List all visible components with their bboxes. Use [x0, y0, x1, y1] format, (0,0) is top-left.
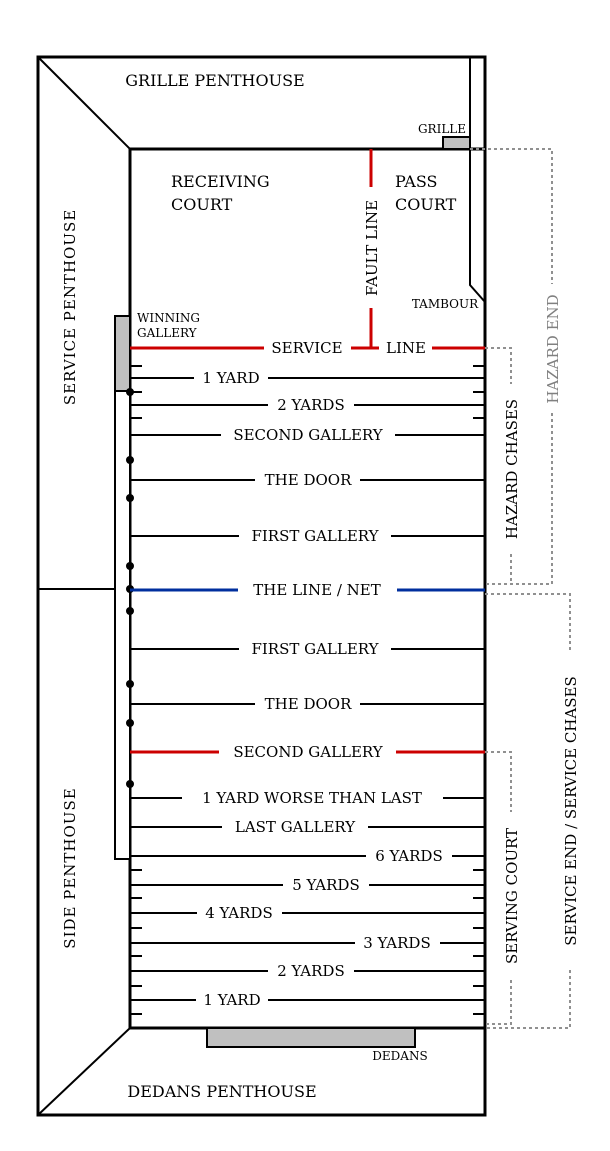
hazard-end-bracket — [470, 148, 553, 284]
grille-box — [442, 136, 471, 150]
winning-gallery-label-2: GALLERY — [137, 326, 198, 340]
service-end-bracket — [485, 593, 571, 652]
receiving-court-label-2: COURT — [171, 195, 233, 214]
dedans-penthouse-diagonal — [37, 1027, 131, 1116]
net-label: THE LINE / NET — [253, 581, 380, 599]
service-line-label: SERVICE — [271, 339, 342, 357]
serving-court-label: SERVING COURT — [503, 828, 521, 964]
serving-court-bracket-lower — [485, 980, 512, 1025]
gallery-post — [126, 607, 134, 615]
chase-label: 3 YARDS — [363, 934, 430, 952]
chase-label: THE DOOR — [265, 695, 352, 713]
gallery-post — [126, 719, 134, 727]
tambour-label: TAMBOUR — [412, 297, 479, 311]
chase-label: THE DOOR — [265, 471, 352, 489]
pass-court-label-2: COURT — [395, 195, 457, 214]
service-end-bracket-lower — [485, 970, 571, 1029]
chase-label: 2 YARDS — [277, 396, 344, 414]
dedans-penthouse-label: DEDANS PENTHOUSE — [127, 1082, 316, 1101]
chase-label: 1 YARD WORSE THAN LAST — [202, 789, 422, 807]
hazard-end-bracket-lower — [485, 413, 553, 585]
chase-label: 5 YARDS — [292, 876, 359, 894]
gallery-post — [126, 562, 134, 570]
chase-label: 6 YARDS — [375, 847, 442, 865]
dotted-brackets — [470, 148, 571, 1029]
tambour-wall — [469, 57, 486, 303]
edge-ticks — [130, 365, 485, 1015]
chase-label: SECOND GALLERY — [233, 743, 383, 761]
chase-label: 2 YARDS — [277, 962, 344, 980]
pass-court-label-1: PASS — [395, 172, 438, 191]
hazard-end-label: HAZARD END — [544, 294, 562, 403]
service-end-label: SERVICE END / SERVICE CHASES — [562, 676, 580, 945]
gallery-post — [126, 780, 134, 788]
grille-penthouse-diagonal — [37, 56, 131, 150]
chase-label: 1 YARD — [203, 991, 260, 1009]
serving-court-bracket — [485, 751, 512, 812]
line-label: LINE — [386, 339, 426, 357]
chase-label: FIRST GALLERY — [251, 527, 379, 545]
chase-label: LAST GALLERY — [235, 818, 356, 836]
dedans-label: DEDANS — [372, 1049, 427, 1063]
chase-label: 1 YARD — [202, 369, 259, 387]
gallery-post — [126, 456, 134, 464]
gallery-post — [126, 494, 134, 502]
winning-gallery-box — [114, 315, 131, 392]
hazard-chases-label: HAZARD CHASES — [503, 399, 521, 539]
chase-label: SECOND GALLERY — [233, 426, 383, 444]
chase-label: 4 YARDS — [205, 904, 272, 922]
fault-line-label: FAULT LINE — [363, 200, 381, 296]
dedans-box — [206, 1027, 416, 1048]
grille-penthouse-label: GRILLE PENTHOUSE — [125, 71, 304, 90]
hazard-chases-bracket — [485, 347, 512, 384]
receiving-court-label-1: RECEIVING — [171, 172, 270, 191]
service-penthouse-label: SERVICE PENTHOUSE — [61, 209, 79, 405]
winning-gallery-label-1: WINNING — [137, 311, 200, 325]
chase-label: FIRST GALLERY — [251, 640, 379, 658]
grille-label: GRILLE — [418, 122, 466, 136]
gallery-post — [126, 680, 134, 688]
side-penthouse-label: SIDE PENTHOUSE — [61, 787, 79, 948]
